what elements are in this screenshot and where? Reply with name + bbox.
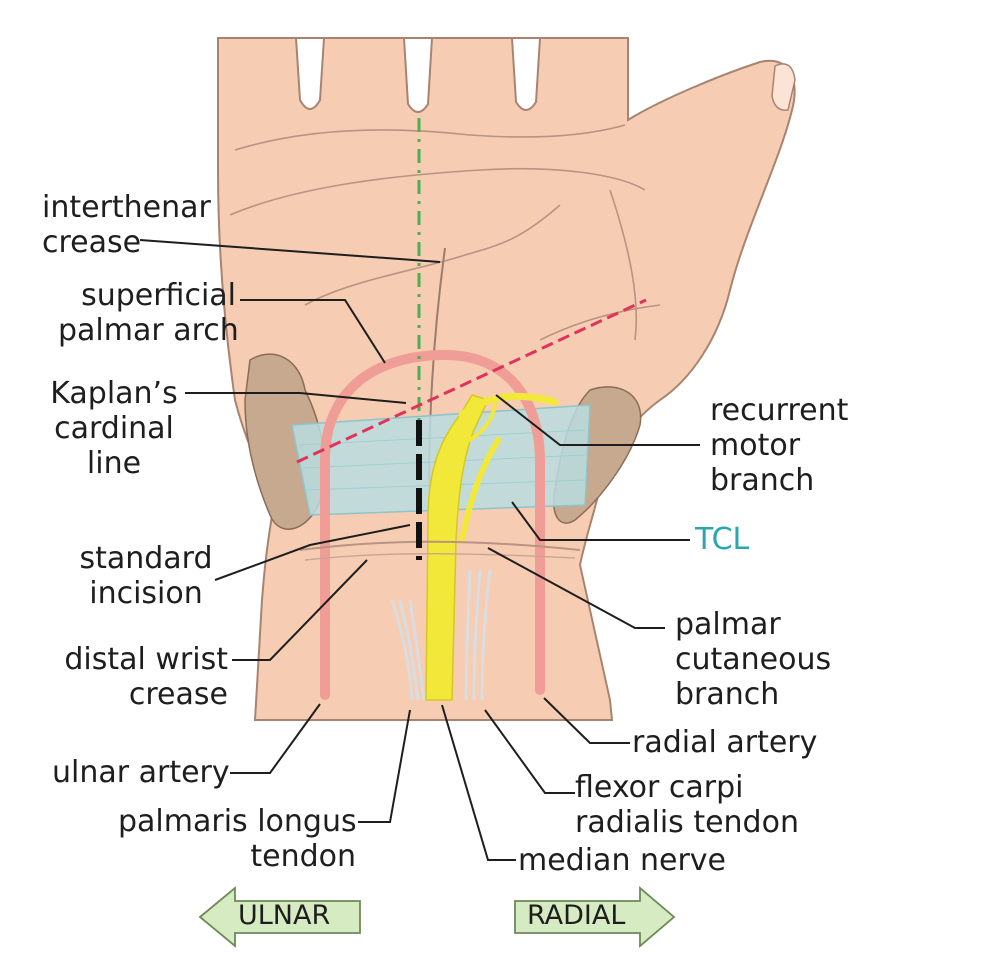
finger-gap-1 xyxy=(294,37,326,110)
label-recurrent-motor-branch: recurrent motor branch xyxy=(710,393,849,498)
label-tcl: TCL xyxy=(695,522,750,557)
label-flexor-carpi-radialis-tendon: flexor carpi radialis tendon xyxy=(575,770,799,840)
distal-wrist-crease xyxy=(299,540,581,551)
label-radial-artery: radial artery xyxy=(632,725,818,760)
label-superficial-palmar-arch: superficial palmar arch xyxy=(58,278,239,348)
palm-crease-2 xyxy=(229,167,646,216)
label-palmaris-longus-tendon: palmaris longus tendon xyxy=(118,804,357,874)
palm-crease-4 xyxy=(539,304,661,341)
leader-lines xyxy=(139,239,700,861)
wrist-crease-2 xyxy=(304,553,576,561)
label-interthenar-crease: interthenar crease xyxy=(42,190,211,260)
label-standard-incision: standard incision xyxy=(79,541,213,611)
radial-direction-label: RADIAL xyxy=(527,900,626,931)
palmaris-longus-tendon-fibers xyxy=(390,569,492,701)
radial-arrow-shape xyxy=(514,886,676,948)
thenar-crease xyxy=(609,189,638,341)
ulnar-arrow-shape xyxy=(198,886,361,948)
finger-gap-3 xyxy=(510,37,542,111)
finger-gap-2 xyxy=(402,37,434,113)
recurrent-motor-branch-nerve xyxy=(458,392,559,419)
label-palmar-cutaneous-branch: palmar cutaneous branch xyxy=(675,607,832,712)
kaplans-cardinal-line xyxy=(296,298,647,464)
nerve-branch-small xyxy=(468,403,497,442)
ulnar-direction-label: ULNAR xyxy=(238,900,331,931)
label-kaplans-cardinal-line: Kaplan’s cardinal line xyxy=(50,376,178,481)
palm-crease-1 xyxy=(234,124,626,151)
label-ulnar-artery: ulnar artery xyxy=(52,755,230,790)
label-median-nerve: median nerve xyxy=(518,843,727,878)
palm-crease-3 xyxy=(304,204,561,306)
palmar-cutaneous-branch-nerve xyxy=(459,437,501,543)
label-distal-wrist-crease: distal wrist crease xyxy=(64,642,228,712)
thumb-nail xyxy=(771,63,796,111)
superficial-palmar-arch xyxy=(320,349,545,700)
